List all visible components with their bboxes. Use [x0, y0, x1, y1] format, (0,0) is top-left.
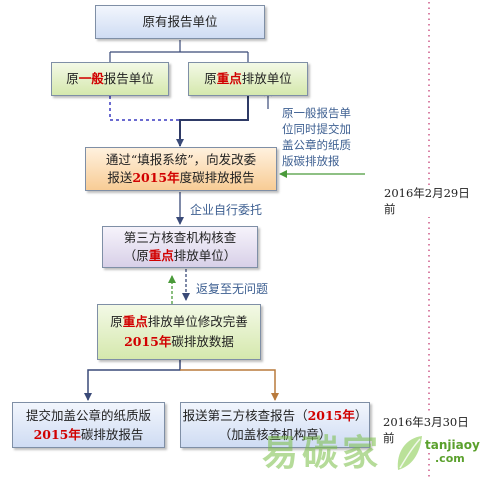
general-unit-highlight: 一般	[78, 71, 104, 86]
submit-report-line-2-prefix: 报送	[107, 170, 133, 185]
third-party-verification-line-1: 第三方核查机构核查	[123, 230, 237, 245]
submit-report-year: 2015年	[132, 170, 180, 185]
connector-top-split	[109, 40, 249, 63]
feedback-label: 返复至无问题	[196, 282, 269, 296]
key-unit-suffix: 排放单位	[241, 71, 292, 86]
original-reporting-units-box: 原有报告单位	[95, 5, 265, 39]
key-unit-box: 原重点排放单位	[188, 62, 308, 96]
revise-data-line-2: 2015年碳排放数据	[124, 332, 234, 352]
deadline-date-2: 2016年3月30日前	[381, 414, 480, 446]
side-note-line-4: 版碳排放报	[282, 154, 340, 168]
general-unit-box: 原一般报告单位	[51, 62, 169, 96]
revise-line-1-suffix: 排放单位修改完善	[147, 314, 248, 329]
entrust-label: 企业自行委托	[190, 203, 263, 217]
third-party-verification-line-2: （原重点排放单位）	[124, 247, 237, 265]
side-note: 原一般报告单 位同时提交加 盖公章的纸质 版碳排放报	[282, 105, 372, 169]
deadline-date-1: 2016年2月29日前	[382, 185, 480, 217]
watermark-url: tanjiaoyi .com	[425, 438, 480, 466]
general-unit-suffix: 报告单位	[103, 71, 154, 86]
revise-data-line-1: 原重点排放单位修改完善	[110, 312, 248, 332]
general-unit-label: 原一般报告单位	[66, 69, 154, 89]
key-unit-prefix: 原	[204, 71, 217, 86]
paper-report-line-1: 提交加盖公章的纸质版	[25, 408, 151, 423]
submit-report-line-1: 通过“填报系统”，向发改委	[105, 152, 257, 167]
third-party-verification-box: 第三方核查机构核查 （原重点排放单位）	[102, 226, 258, 268]
paper-report-year: 2015年	[33, 427, 81, 442]
verification-line-2-prefix: （原	[123, 248, 149, 263]
third-party-report-suffix: ）	[354, 408, 368, 423]
general-unit-prefix: 原	[66, 71, 79, 86]
watermark: 易碳家 tanjiaoyi .com	[262, 432, 480, 481]
revise-line-1-highlight: 重点	[122, 314, 148, 329]
leaf-icon	[397, 436, 422, 470]
third-party-report-line-2: （加盖核查机构章）	[218, 427, 332, 442]
submit-report-line-2-suffix: 度碳排放报告	[179, 170, 255, 185]
watermark-url-domain: .com	[435, 452, 465, 465]
revise-line-2-suffix: 碳排放数据	[171, 334, 234, 349]
paper-report-line-2-suffix: 碳排放报告	[80, 427, 144, 442]
submit-report-box: 通过“填报系统”，向发改委 报送2015年度碳排放报告	[85, 147, 277, 191]
third-party-report-line-1: 报送第三方核查报告（2015年）	[183, 406, 368, 425]
revise-data-box: 原重点排放单位修改完善 2015年碳排放数据	[97, 304, 261, 360]
side-note-line-3: 盖公章的纸质	[282, 138, 351, 152]
side-note-line-1: 原一般报告单	[282, 106, 351, 120]
verification-line-2-suffix: 排放单位）	[173, 248, 237, 263]
paper-report-line-2: 2015年碳排放报告	[34, 425, 144, 444]
watermark-url-name: tanjiaoyi	[425, 438, 480, 452]
key-unit-highlight: 重点	[216, 71, 242, 86]
side-note-line-2: 位同时提交加	[282, 122, 351, 136]
third-party-report-year: 2015年	[307, 408, 355, 423]
original-reporting-units-label: 原有报告单位	[142, 14, 218, 29]
third-party-report-box: 报送第三方核查报告（2015年） （加盖核查机构章）	[180, 402, 370, 448]
connector-general-dashed	[109, 96, 180, 121]
connector-key-solid	[176, 96, 249, 147]
key-unit-label: 原重点排放单位	[204, 69, 292, 89]
watermark-text: 易碳家	[262, 433, 383, 474]
paper-report-box: 提交加盖公章的纸质版 2015年碳排放报告	[12, 402, 165, 448]
revise-line-1-prefix: 原	[110, 314, 123, 329]
connector-revise-left	[84, 360, 181, 401]
verification-line-2-highlight: 重点	[148, 248, 174, 263]
submit-report-line-2: 报送2015年度碳排放报告	[107, 169, 254, 187]
connector-revise-right	[180, 369, 279, 401]
third-party-report-prefix: 报送第三方核查报告（	[182, 408, 308, 423]
revise-data-year: 2015年	[124, 334, 172, 349]
